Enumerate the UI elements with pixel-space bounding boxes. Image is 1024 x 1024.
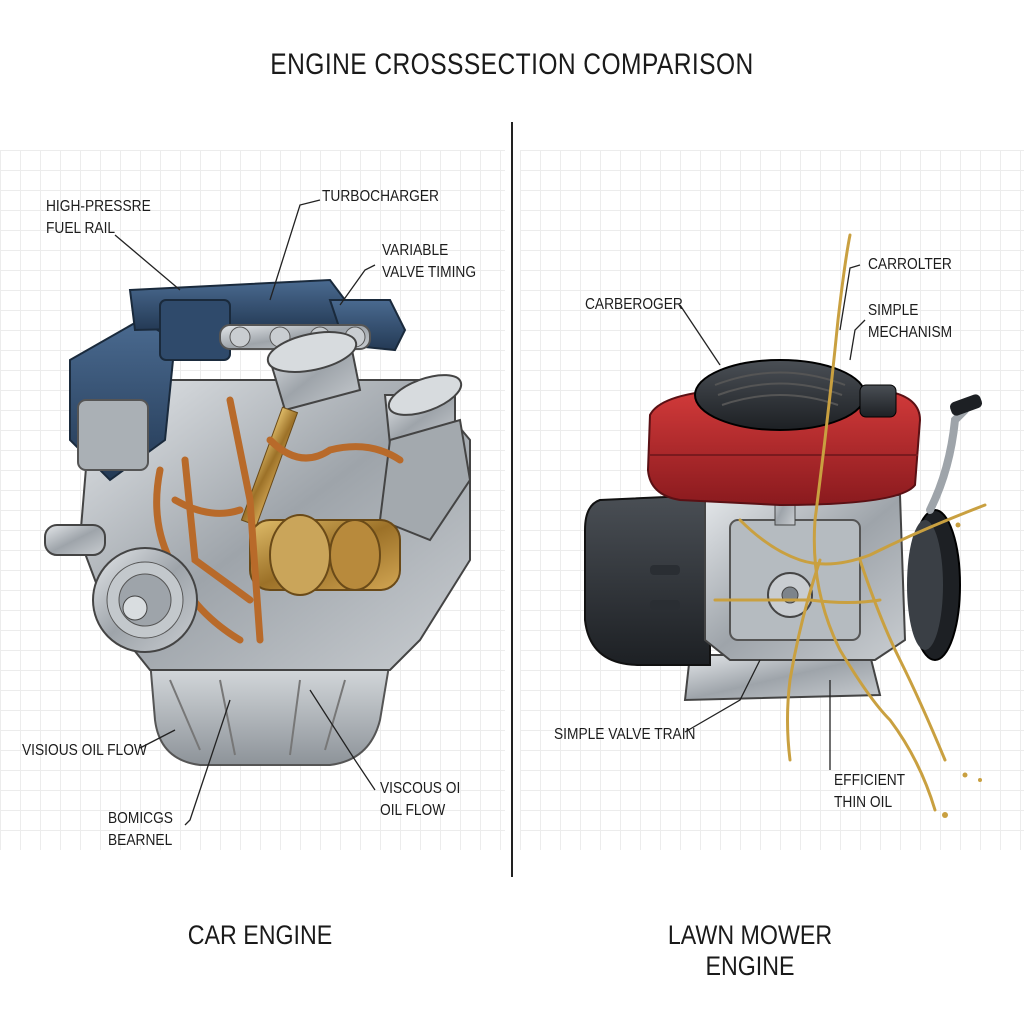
label-fuel-rail: HIGH-PRESSRE FUEL RAIL (46, 198, 151, 237)
mower-engine-drawing (584, 233, 987, 818)
label-simple-valve-train: SIMPLE VALVE TRAIN (554, 726, 696, 743)
fuel-tank (584, 493, 711, 666)
car-engine-drawing (44, 278, 472, 766)
car-leader-lines (114, 199, 376, 826)
piston-1 (240, 331, 362, 527)
label-turbocharger: TURBOCHARGER (322, 188, 439, 205)
front-pulley (92, 547, 198, 653)
mower-leader-lines (679, 264, 866, 770)
label-oil-flow-right: VISCOUS OI OIL FLOW (380, 780, 461, 819)
label-oil-flow-left: VISIOUS OIL FLOW (22, 742, 147, 759)
label-simple-mechanism: SIMPLE MECHANISM (868, 302, 953, 341)
thin-oil-streams (713, 233, 987, 812)
caption-car-engine: CAR ENGINE (187, 920, 333, 950)
pull-handle (926, 406, 969, 514)
caption-lawn-mower-engine: LAWN MOWER ENGINE (667, 920, 833, 981)
flywheel (907, 509, 961, 661)
crankshaft (249, 514, 401, 596)
oil-pan (148, 659, 392, 766)
label-bearing: BOMICGS BEARNEL (108, 810, 173, 849)
label-carburetor-top: CARROLTER (868, 256, 952, 273)
label-variable-valve-timing: VARIABLE VALVE TIMING (382, 242, 477, 281)
center-divider (511, 122, 513, 877)
diagram-title: ENGINE CROSSSECTION COMPARISON (270, 48, 754, 81)
label-carburetor-left: CARBEROGER (585, 296, 683, 313)
label-efficient-thin-oil: EFFICIENT THIN OIL (834, 772, 906, 811)
